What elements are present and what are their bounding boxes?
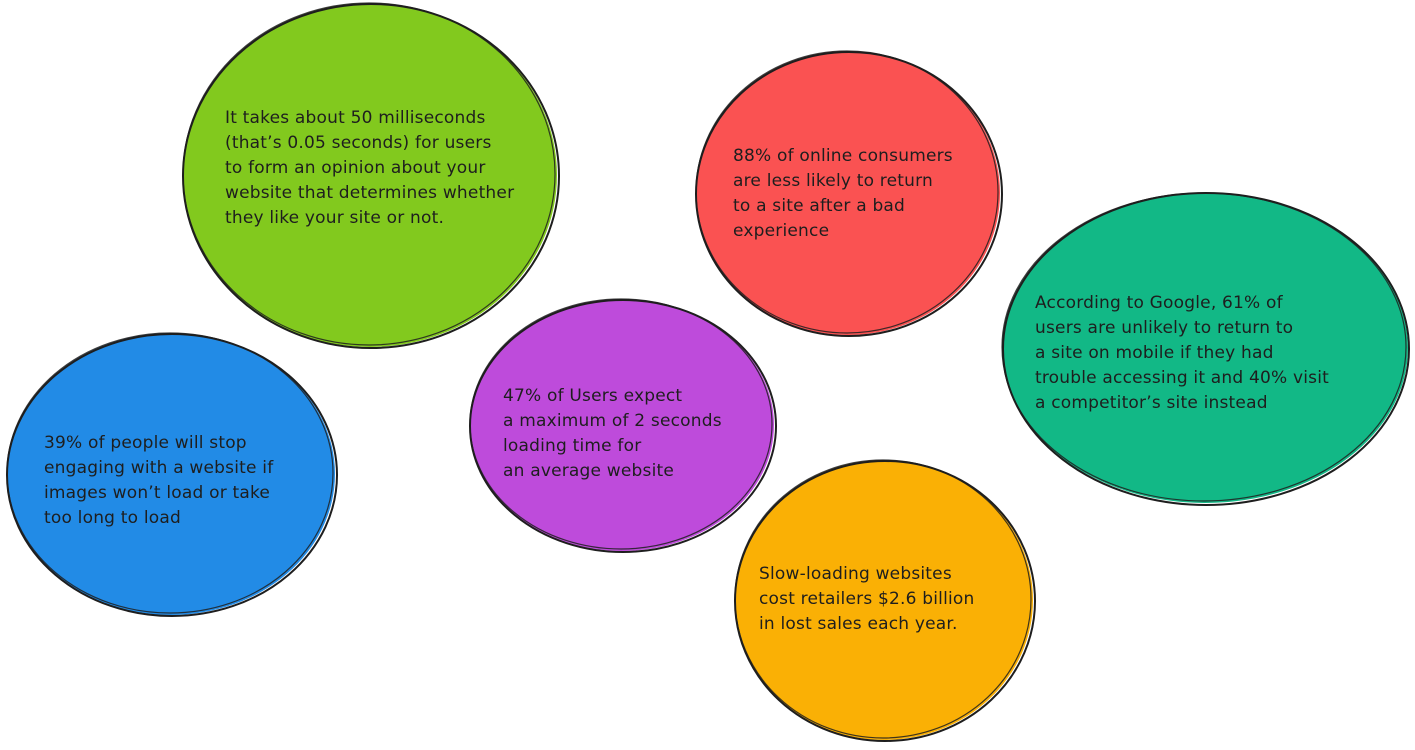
bubble-purple-text: 47% of Users expect a maximum of 2 secon… — [503, 386, 722, 481]
bubble-teal[interactable] — [1001, 192, 1410, 506]
bubble-teal-text: According to Google, 61% of users are un… — [1035, 293, 1330, 413]
bubble-red-text: 88% of online consumers are less likely … — [733, 146, 953, 241]
bubble-blue-text: 39% of people will stop engaging with a … — [44, 433, 274, 528]
bubble-purple-outline-2 — [469, 298, 773, 550]
bubble-teal-fill — [1002, 193, 1408, 503]
bubble-orange[interactable] — [734, 459, 1036, 742]
bubble-red-outline-2 — [695, 50, 999, 334]
bubble-blue[interactable] — [6, 332, 338, 617]
bubble-orange-text: Slow-loading websites cost retailers $2.… — [759, 564, 975, 634]
bubble-blue-outline-2 — [6, 332, 334, 614]
bubble-blue-fill — [7, 333, 335, 615]
bubble-green-text: It takes about 50 milliseconds (that’s 0… — [225, 108, 515, 228]
bubble-teal-outline-2 — [1001, 192, 1407, 502]
bubble-red-fill — [696, 51, 1000, 335]
bubble-green-fill — [183, 3, 557, 347]
bubble-orange-fill — [735, 460, 1033, 740]
bubble-orange-outline-2 — [734, 459, 1032, 739]
bubble-green[interactable] — [182, 2, 560, 349]
bubble-purple-fill — [470, 299, 774, 551]
bubble-red[interactable] — [695, 50, 1003, 337]
bubble-purple[interactable] — [469, 298, 777, 553]
bubble-green-outline-2 — [182, 2, 556, 346]
